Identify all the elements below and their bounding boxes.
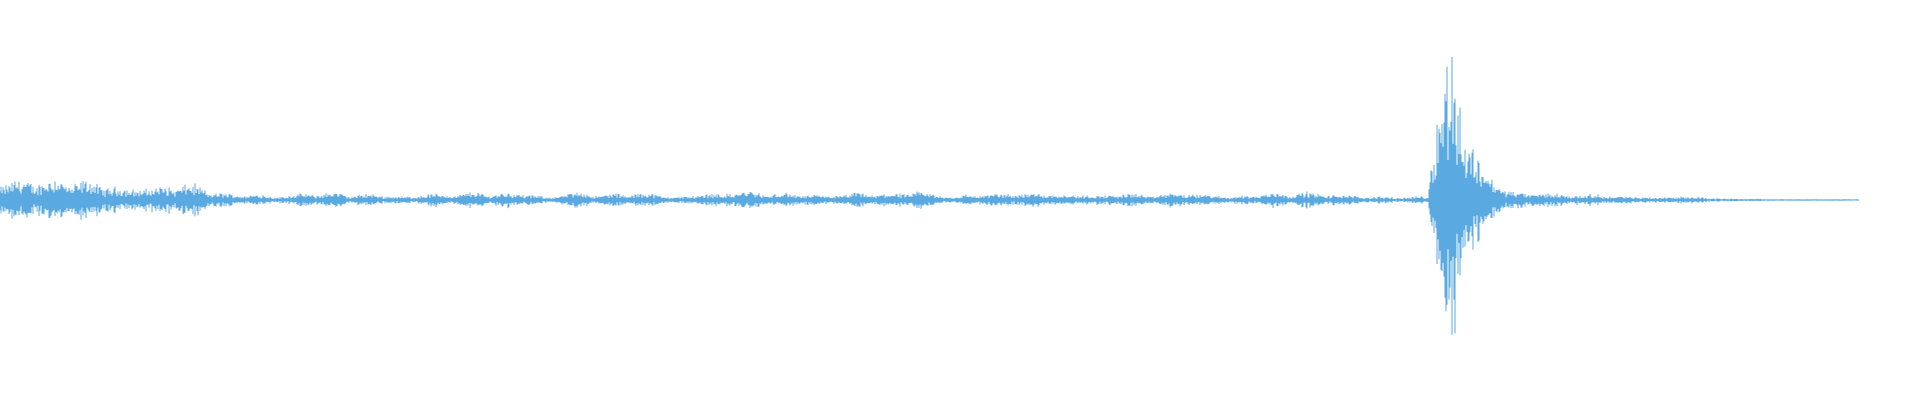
waveform-series — [0, 56, 1859, 335]
